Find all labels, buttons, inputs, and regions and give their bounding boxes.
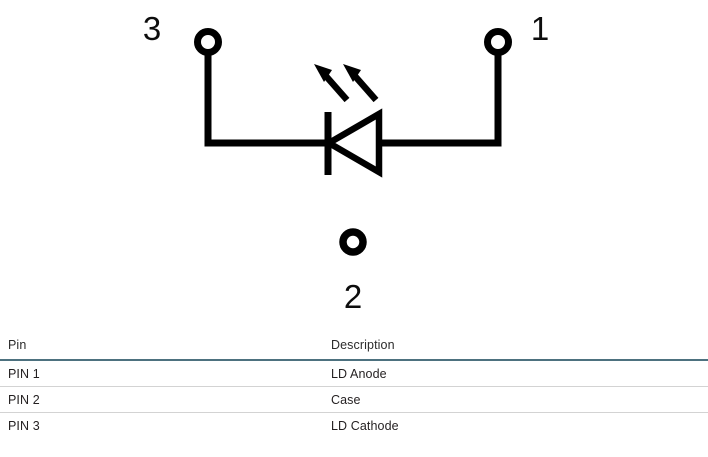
wire-pin3-to-diode xyxy=(204,52,330,147)
pin1-label: 1 xyxy=(531,10,549,47)
table-row: PIN 3 LD Cathode xyxy=(0,413,708,439)
pin3-terminal-circle xyxy=(194,28,222,56)
column-header-pin: Pin xyxy=(8,337,27,352)
laser-diode-schematic: 3 1 2 xyxy=(143,10,549,315)
emission-arrow-right-icon xyxy=(343,64,379,103)
schematic-canvas: 3 1 2 xyxy=(143,10,549,315)
emission-arrow-left-icon xyxy=(314,64,350,103)
pin-description-table: Pin Description PIN 1 LD Anode PIN 2 Cas… xyxy=(0,330,708,439)
pin3-label: 3 xyxy=(143,10,161,47)
table-header-row: Pin Description xyxy=(0,330,708,361)
cell-pin: PIN 1 xyxy=(8,366,40,381)
pin1-terminal-circle xyxy=(484,28,512,56)
cell-description: Case xyxy=(331,392,361,407)
pin2-label: 2 xyxy=(344,278,362,315)
cell-description: LD Cathode xyxy=(331,419,399,433)
pin2-terminal-circle xyxy=(339,228,367,256)
cell-description: LD Anode xyxy=(331,366,387,381)
cell-pin: PIN 3 xyxy=(8,419,40,433)
diode-triangle xyxy=(322,108,383,178)
cell-pin: PIN 2 xyxy=(8,392,40,407)
table-row: PIN 1 LD Anode xyxy=(0,361,708,387)
wire-pin1-to-diode xyxy=(376,52,502,147)
column-header-description: Description xyxy=(331,337,395,352)
table-row: PIN 2 Case xyxy=(0,387,708,413)
